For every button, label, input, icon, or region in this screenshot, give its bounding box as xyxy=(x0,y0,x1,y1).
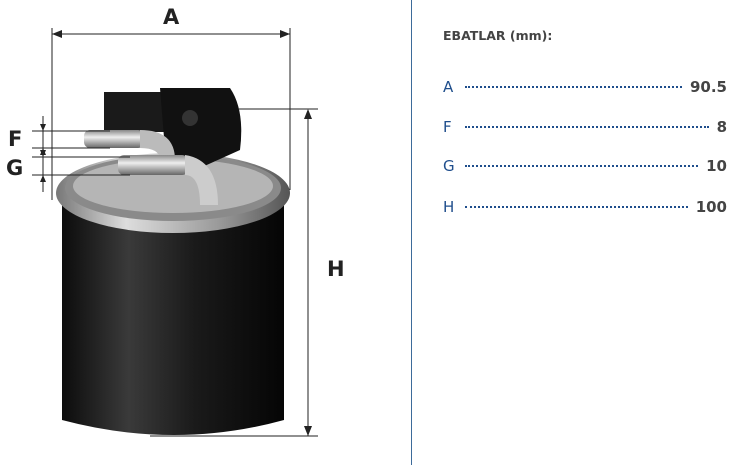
dimension-lines xyxy=(32,28,318,437)
spec-value: 90.5 xyxy=(689,78,727,96)
dot-leader xyxy=(465,126,709,128)
dot-leader xyxy=(465,206,688,208)
spec-key: A xyxy=(443,78,454,96)
dot-leader xyxy=(465,165,699,167)
dimension-label-h: H xyxy=(327,257,345,281)
spec-key: G xyxy=(443,157,455,175)
spec-row-g: G 10 xyxy=(443,157,727,177)
filter-body xyxy=(56,153,290,435)
spec-value: 8 xyxy=(716,118,727,136)
dimension-label-g: G xyxy=(6,156,24,180)
spec-value: 100 xyxy=(695,198,727,216)
dimension-arrows xyxy=(40,30,312,436)
spec-value: 10 xyxy=(706,157,727,175)
spec-key: H xyxy=(443,198,455,216)
dot-leader xyxy=(465,86,682,88)
spec-key: F xyxy=(443,118,452,136)
pipes xyxy=(84,130,218,205)
dimension-label-f: F xyxy=(8,127,23,151)
spec-row-a: A 90.5 xyxy=(443,78,727,98)
spec-row-h: H 100 xyxy=(443,198,727,218)
fuel-filter-drawing xyxy=(32,28,318,437)
dimension-label-a: A xyxy=(163,5,180,29)
divider xyxy=(411,0,412,465)
specs-title: EBATLAR (mm): xyxy=(443,28,553,43)
connector-head xyxy=(104,88,242,168)
